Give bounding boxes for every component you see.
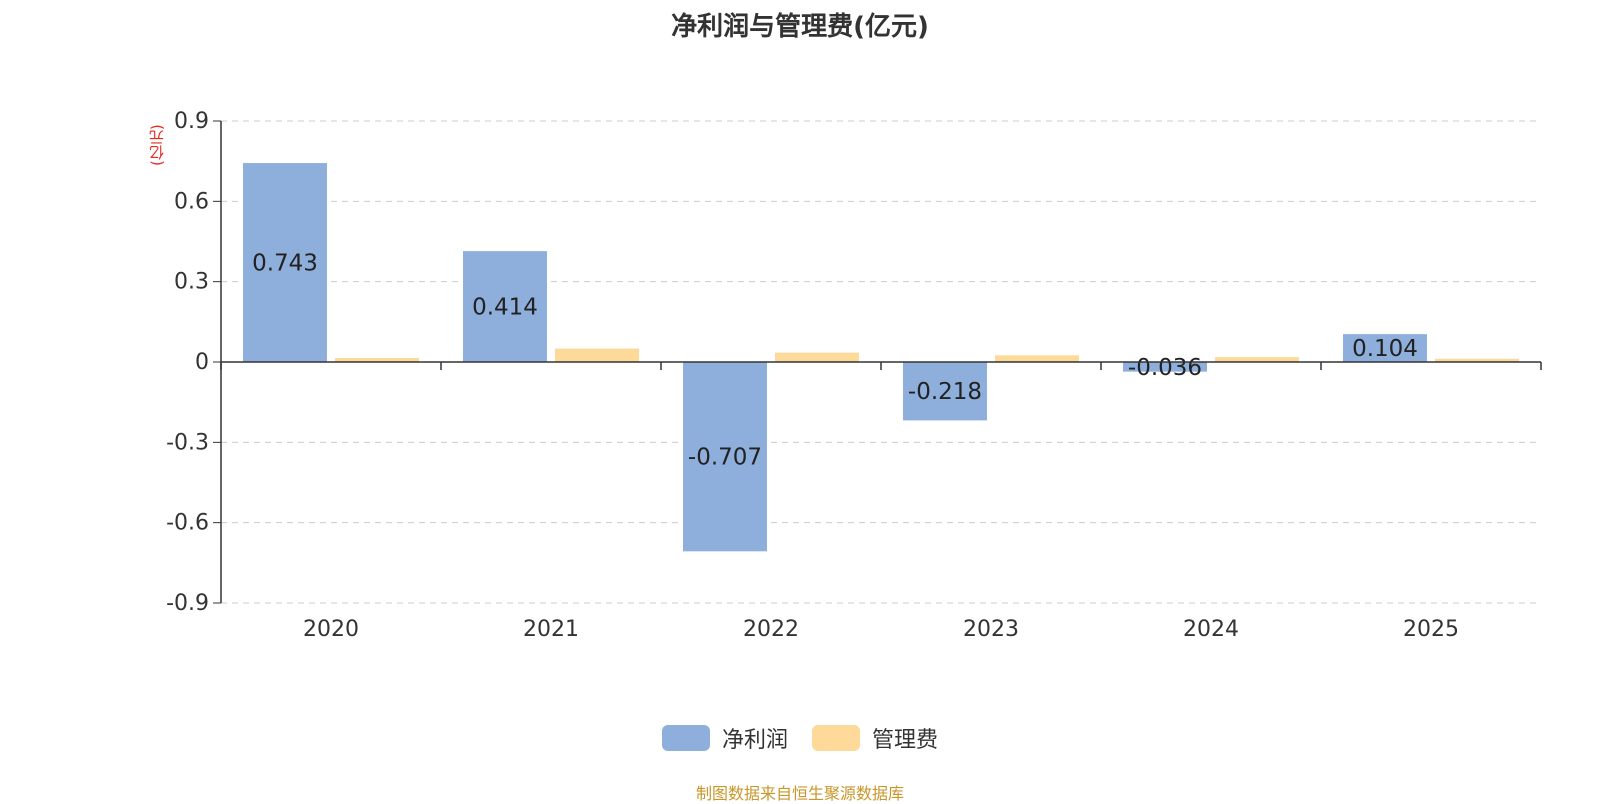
y-tick-label: 0.9 — [174, 109, 209, 134]
source-note: 制图数据来自恒生聚源数据库 — [695, 784, 904, 803]
y-tick-label: 0 — [195, 350, 209, 375]
bar-net-profit — [1343, 334, 1427, 362]
bar-admin-expense — [1215, 357, 1299, 362]
legend-swatch-net-profit — [661, 725, 710, 751]
legend: 净利润 管理费 — [0, 722, 1600, 754]
legend-label-admin-expense: 管理费 — [872, 728, 939, 753]
data-label: 0.104 — [1352, 336, 1418, 362]
bar-admin-expense — [335, 357, 419, 362]
data-label: -0.707 — [688, 445, 762, 471]
x-tick-label: 2022 — [743, 617, 799, 642]
y-tick-label: -0.3 — [166, 430, 209, 455]
data-label: -0.218 — [908, 379, 982, 405]
bar-net-profit — [1123, 362, 1207, 372]
bar-net-profit — [903, 362, 987, 421]
x-tick-label: 2021 — [523, 617, 579, 642]
data-label: -0.036 — [1128, 355, 1202, 381]
legend-item-admin-expense[interactable]: 管理费 — [812, 722, 938, 754]
x-tick-label: 2024 — [1183, 617, 1239, 642]
legend-item-net-profit[interactable]: 净利润 — [661, 722, 788, 754]
x-tick-label: 2025 — [1403, 617, 1459, 642]
y-tick-label: 0.3 — [174, 270, 209, 295]
bar-admin-expense — [555, 348, 639, 362]
bar-admin-expense — [775, 352, 859, 362]
bar-admin-expense — [1435, 358, 1519, 362]
chart-title: 净利润与管理费(亿元) — [671, 12, 929, 42]
y-tick-label: -0.6 — [166, 511, 209, 536]
legend-swatch-admin-expense — [812, 725, 860, 751]
data-label: 0.414 — [472, 295, 538, 321]
y-tick-label: -0.9 — [166, 591, 209, 616]
y-tick-label: 0.6 — [174, 189, 209, 214]
legend-label-net-profit: 净利润 — [721, 728, 788, 753]
data-label: 0.743 — [252, 251, 318, 277]
x-tick-label: 2023 — [963, 617, 1019, 642]
bar-admin-expense — [995, 355, 1079, 362]
bar-net-profit — [243, 163, 327, 362]
bar-chart: 0.9 0.6 0.3 0 -0.3 -0.6 -0.9 0.743 2020 0.414 2021… — [166, 109, 1542, 642]
bar-net-profit — [463, 251, 547, 362]
bar-net-profit — [683, 362, 767, 552]
x-tick-label: 2020 — [303, 617, 359, 642]
